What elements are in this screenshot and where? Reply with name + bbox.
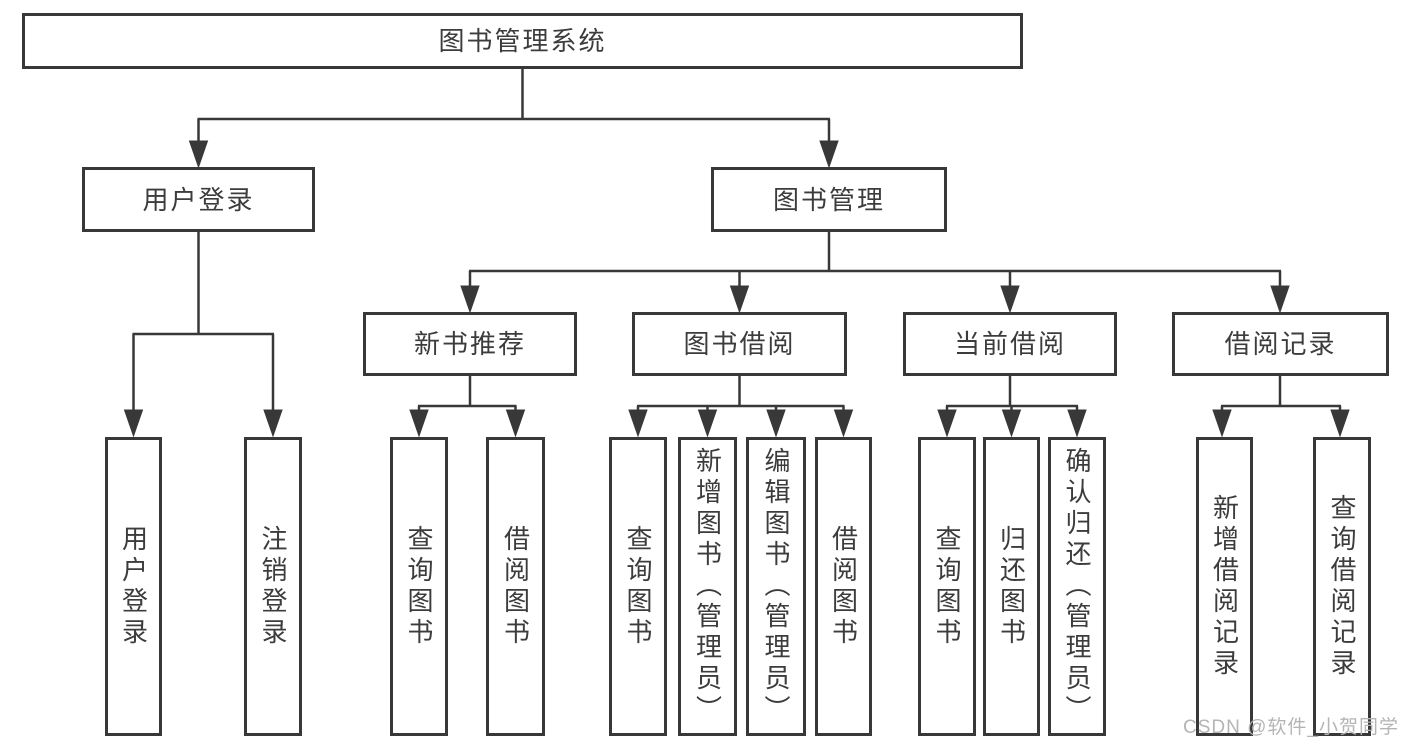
node-label: 查询图书 xyxy=(623,524,653,649)
leaf-query-borrow-record: 查询借阅记录 xyxy=(1313,437,1371,736)
leaf-borrow-books-recommend: 借阅图书 xyxy=(486,437,545,736)
node-label: 用户登录 xyxy=(118,524,149,649)
node-label: 注销登录 xyxy=(258,524,288,649)
node-label: 用户登录 xyxy=(142,184,255,215)
leaf-user-login: 用户登录 xyxy=(105,437,162,736)
leaf-logout: 注销登录 xyxy=(244,437,302,736)
node-label: 借阅记录 xyxy=(1224,329,1337,359)
node-borrow-records: 借阅记录 xyxy=(1172,312,1389,376)
node-label: 图书管理 xyxy=(772,184,885,215)
node-label: 当前借阅 xyxy=(953,329,1066,359)
leaf-add-book-admin: 新增图书（管理员） xyxy=(678,437,737,736)
node-current-borrow: 当前借阅 xyxy=(903,312,1117,376)
node-label: 新增图书（管理员） xyxy=(692,447,723,726)
leaf-add-borrow-record: 新增借阅记录 xyxy=(1196,437,1253,736)
node-label: 归还图书 xyxy=(996,524,1027,649)
node-label: 图书管理系统 xyxy=(438,26,607,56)
connector-arrowheads xyxy=(123,119,1350,438)
leaf-edit-book-admin: 编辑图书（管理员） xyxy=(746,437,806,736)
node-label: 图书借阅 xyxy=(683,329,796,359)
node-label: 编辑图书（管理员） xyxy=(761,447,791,726)
node-user-login: 用户登录 xyxy=(82,167,315,232)
leaf-query-books-current: 查询图书 xyxy=(918,437,976,736)
node-label: 确认归还（管理员） xyxy=(1062,447,1092,726)
leaf-query-books-recommend: 查询图书 xyxy=(390,437,448,736)
leaf-borrow-books: 借阅图书 xyxy=(815,437,872,736)
node-label: 新增借阅记录 xyxy=(1209,493,1240,680)
node-label: 新书推荐 xyxy=(413,329,526,359)
node-label: 借阅图书 xyxy=(500,524,531,649)
leaf-query-books-borrow: 查询图书 xyxy=(609,437,667,736)
node-label: 借阅图书 xyxy=(828,524,859,649)
connector-trunk-lines xyxy=(132,69,1341,408)
node-label: 查询借阅记录 xyxy=(1327,493,1357,680)
node-new-book-recommend: 新书推荐 xyxy=(363,312,577,376)
leaf-confirm-return-admin: 确认归还（管理员） xyxy=(1048,437,1106,736)
node-book-borrow: 图书借阅 xyxy=(632,312,847,376)
watermark: CSDN @软件_小贺同学 xyxy=(1183,717,1399,738)
leaf-return-book: 归还图书 xyxy=(983,437,1040,736)
node-root: 图书管理系统 xyxy=(22,13,1023,69)
node-book-management: 图书管理 xyxy=(711,167,947,232)
node-label: 查询图书 xyxy=(404,524,434,649)
node-label: 查询图书 xyxy=(932,524,962,649)
